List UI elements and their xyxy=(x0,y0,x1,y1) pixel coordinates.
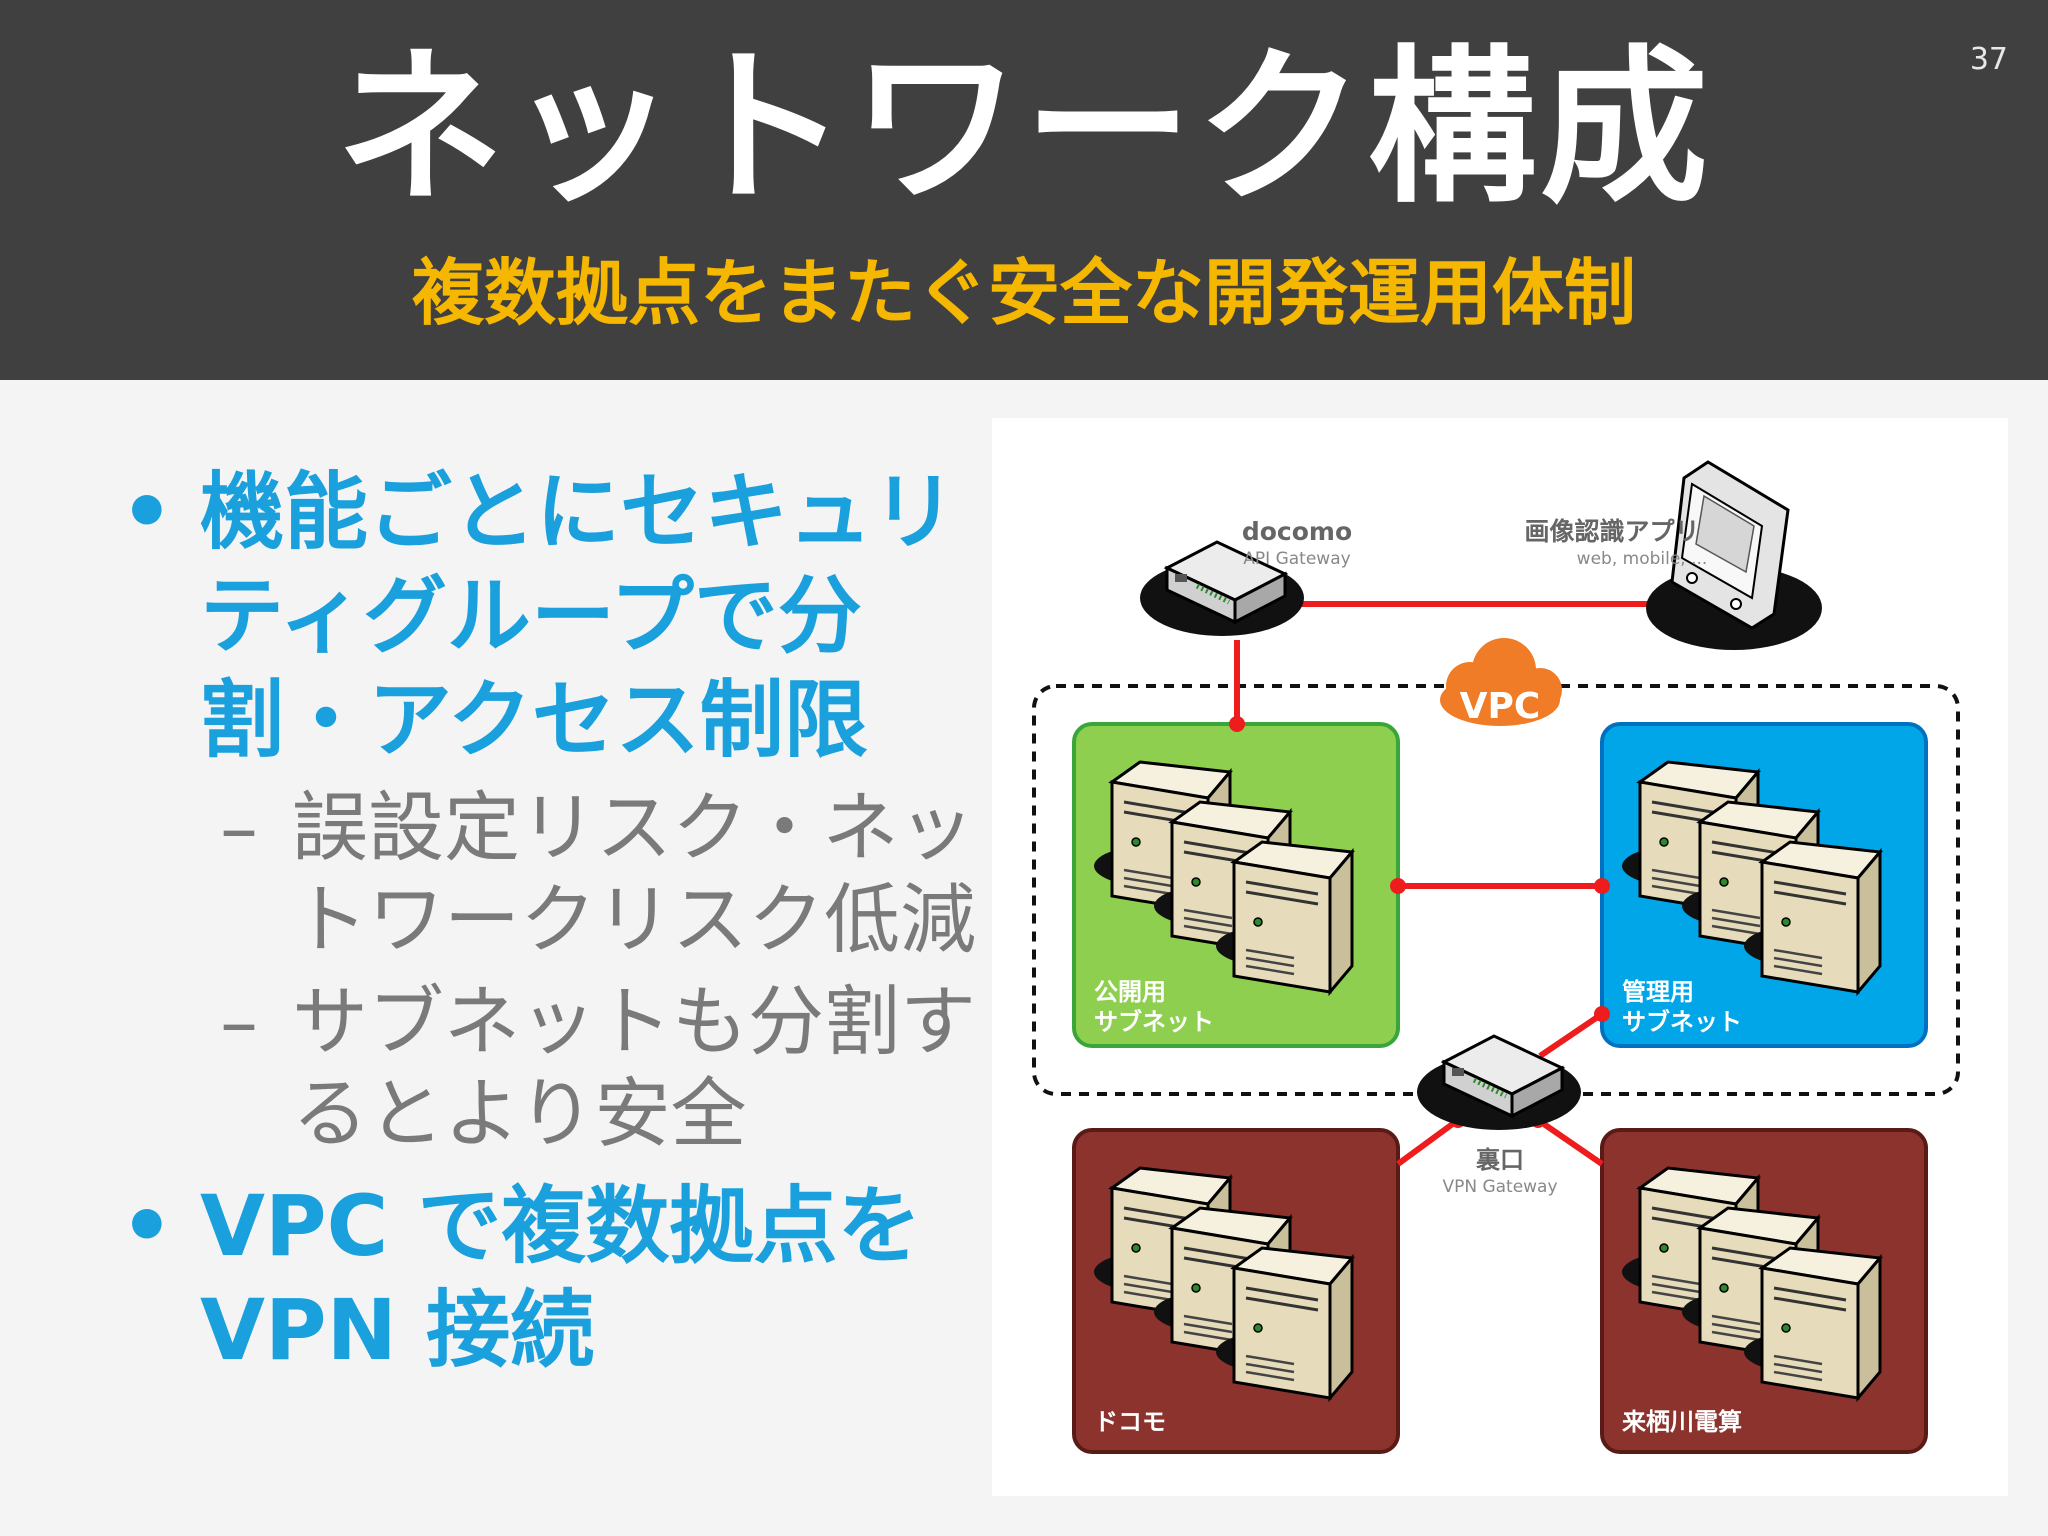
network-diagram: VPC docomo API Gateway 画像認識アプリ web, m xyxy=(992,418,2008,1496)
bullet-line: 割・アクセス制限 xyxy=(200,671,868,769)
slide-header: ネットワーク構成 複数拠点をまたぐ安全な開発運用体制 37 xyxy=(0,0,2048,380)
bullet-line: VPC で複数拠点を xyxy=(200,1177,922,1275)
page-number: 37 xyxy=(1969,42,2008,77)
bullet-line: VPN 接続 xyxy=(200,1281,595,1379)
sub-bullet-line: サブネットも分割す xyxy=(292,977,976,1066)
sub-bullet-line: 誤設定リスク・ネッ xyxy=(292,783,975,872)
server-icon xyxy=(1214,1246,1354,1400)
sub-bullet-subnet-split: – サブネットも分割す るとより安全 xyxy=(120,976,980,1160)
api-gateway-name: docomo xyxy=(1242,517,1352,546)
vpc-cloud-icon xyxy=(1440,638,1562,726)
app-name: 画像認識アプリ xyxy=(1524,517,1699,546)
public-subnet-label: サブネット xyxy=(1094,1008,1214,1036)
vpn-gateway-sub: VPN Gateway xyxy=(1442,1177,1557,1197)
public-subnet-label: 公開用 xyxy=(1094,978,1166,1006)
sub-bullet-line: るとより安全 xyxy=(292,1069,747,1158)
sub-bullet-risk-reduction: – 誤設定リスク・ネッ トワークリスク低減 xyxy=(120,782,980,966)
server-icon xyxy=(1742,1246,1882,1400)
bullet-security-groups: • 機能ごとにセキュリ ティグループで分 割・アクセス制限 xyxy=(120,460,980,772)
link-node xyxy=(1390,878,1406,894)
admin-subnet-label: 管理用 xyxy=(1622,978,1694,1006)
vpc-label: VPC xyxy=(1460,686,1541,727)
link-vpn-kurusugawa xyxy=(1536,1117,1604,1167)
link-vpn-docomo xyxy=(1396,1117,1460,1167)
slide-title: ネットワーク構成 xyxy=(336,30,1712,226)
network-diagram-svg: VPC docomo API Gateway 画像認識アプリ web, m xyxy=(998,422,2002,1492)
sub-bullet-line: トワークリスク低減 xyxy=(292,875,976,964)
link-vpn-admin xyxy=(1538,1011,1604,1059)
bullet-line: ティグループで分 xyxy=(200,567,862,665)
app-sub: web, mobile, ... xyxy=(1577,549,1708,569)
server-icon xyxy=(1742,840,1882,994)
link-node xyxy=(1594,1006,1610,1022)
server-icon xyxy=(1214,840,1354,994)
link-node xyxy=(1229,716,1245,732)
bullet-dot: • xyxy=(120,1177,174,1275)
bullet-list: • 機能ごとにセキュリ ティグループで分 割・アクセス制限 – 誤設定リスク・ネ… xyxy=(120,460,980,1382)
sub-bullet-dash: – xyxy=(220,977,258,1066)
site-docomo-label: ドコモ xyxy=(1094,1408,1166,1436)
bullet-dot: • xyxy=(120,463,174,561)
slide-subtitle: 複数拠点をまたぐ安全な開発運用体制 xyxy=(411,251,1636,335)
site-kurusugawa-label: 来栖川電算 xyxy=(1622,1408,1742,1436)
admin-subnet-label: サブネット xyxy=(1622,1008,1742,1036)
api-gateway-sub: API Gateway xyxy=(1243,549,1350,569)
sub-bullet-dash: – xyxy=(220,783,258,872)
bullet-line: 機能ごとにセキュリ xyxy=(200,463,957,561)
mobile-device-icon xyxy=(1646,460,1822,650)
link-node xyxy=(1594,878,1610,894)
bullet-vpc-vpn: • VPC で複数拠点を VPN 接続 xyxy=(120,1174,980,1382)
vpn-gateway-name: 裏口 xyxy=(1475,1146,1524,1174)
